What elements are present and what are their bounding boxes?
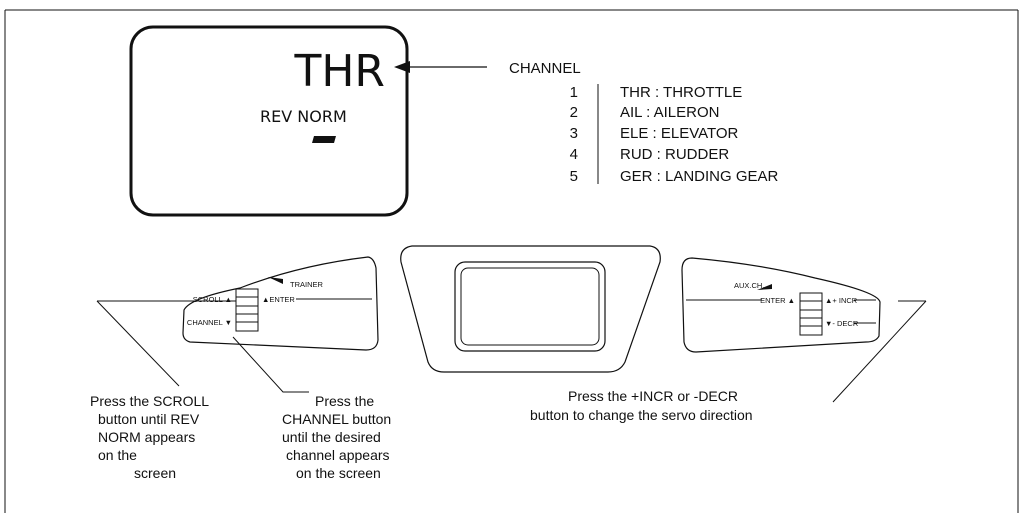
scroll-label: SCROLL ▲ (193, 295, 232, 304)
right-button-stack-frame[interactable] (799, 292, 823, 336)
channel-legend-text: ELE : ELEVATOR (620, 125, 739, 142)
center-lcd-outer (454, 261, 606, 352)
incr-caption-line: Press the +INCR or -DECR (568, 388, 738, 404)
right-button-stack[interactable] (799, 292, 823, 336)
trainer-label: TRAINER (290, 280, 324, 289)
scroll-caption-line: Press the SCROLL (90, 393, 209, 409)
lcd-channel-code: THR (293, 46, 385, 97)
scroll-caption-line: screen (134, 465, 176, 481)
channel-caption-line: CHANNEL button (282, 411, 391, 427)
channel-legend-text: GER : LANDING GEAR (620, 168, 779, 185)
channel-pointer-arrowhead (394, 61, 410, 73)
channel-label: CHANNEL ▼ (187, 318, 232, 327)
left-button-stack[interactable] (235, 288, 259, 332)
channel-caption-line: until the desired (282, 429, 381, 445)
channel-legend-num: 1 (570, 84, 578, 101)
left-control-panel (182, 256, 379, 351)
aux-switch-mark (757, 284, 772, 290)
right-control-panel (681, 257, 881, 353)
channel-legend-num: 4 (570, 146, 578, 163)
scroll-caption-line: button until REV (98, 411, 200, 427)
aux-ch-label: AUX.CH. (734, 281, 764, 290)
channel-caption: Press the CHANNEL button until the desir… (282, 393, 391, 481)
scroll-caption-line: NORM appears (98, 429, 195, 445)
lcd-screen-frame (129, 25, 409, 217)
decr-label: ▼- DECR (825, 319, 859, 328)
channel-legend-num: 2 (570, 104, 578, 121)
channel-legend-title: CHANNEL (509, 60, 581, 77)
channel-leader (232, 336, 309, 393)
channel-caption-line: channel appears (286, 447, 390, 463)
channel-caption-line: Press the (315, 393, 374, 409)
channel-legend-num: 3 (570, 125, 578, 142)
center-lcd-inner (460, 267, 600, 346)
lcd-mode-text: REV NORM (260, 107, 347, 126)
channel-legend-text: THR : THROTTLE (620, 84, 742, 101)
incr-label: ▲+ INCR (825, 296, 858, 305)
incr-caption: Press the +INCR or -DECR button to chang… (530, 388, 753, 423)
incr-caption-line: button to change the servo direction (530, 407, 753, 423)
channel-legend-text: AIL : AILERON (620, 104, 720, 121)
scroll-caption: Press the SCROLL button until REV NORM a… (90, 393, 209, 481)
channel-legend-text: RUD : RUDDER (620, 146, 729, 163)
scroll-leader-diagonal (96, 300, 180, 387)
trainer-switch-mark (268, 277, 283, 284)
channel-caption-line: on the screen (296, 465, 381, 481)
left-button-stack-frame[interactable] (235, 288, 259, 332)
center-display-panel (400, 245, 661, 373)
enter-label: ▲ENTER (262, 295, 295, 304)
incr-leader-diagonal (832, 300, 927, 403)
right-enter-label: ENTER ▲ (760, 296, 795, 305)
channel-legend-num: 5 (570, 168, 578, 185)
lcd-cursor-mark (312, 136, 336, 143)
scroll-caption-line: on the (98, 447, 137, 463)
